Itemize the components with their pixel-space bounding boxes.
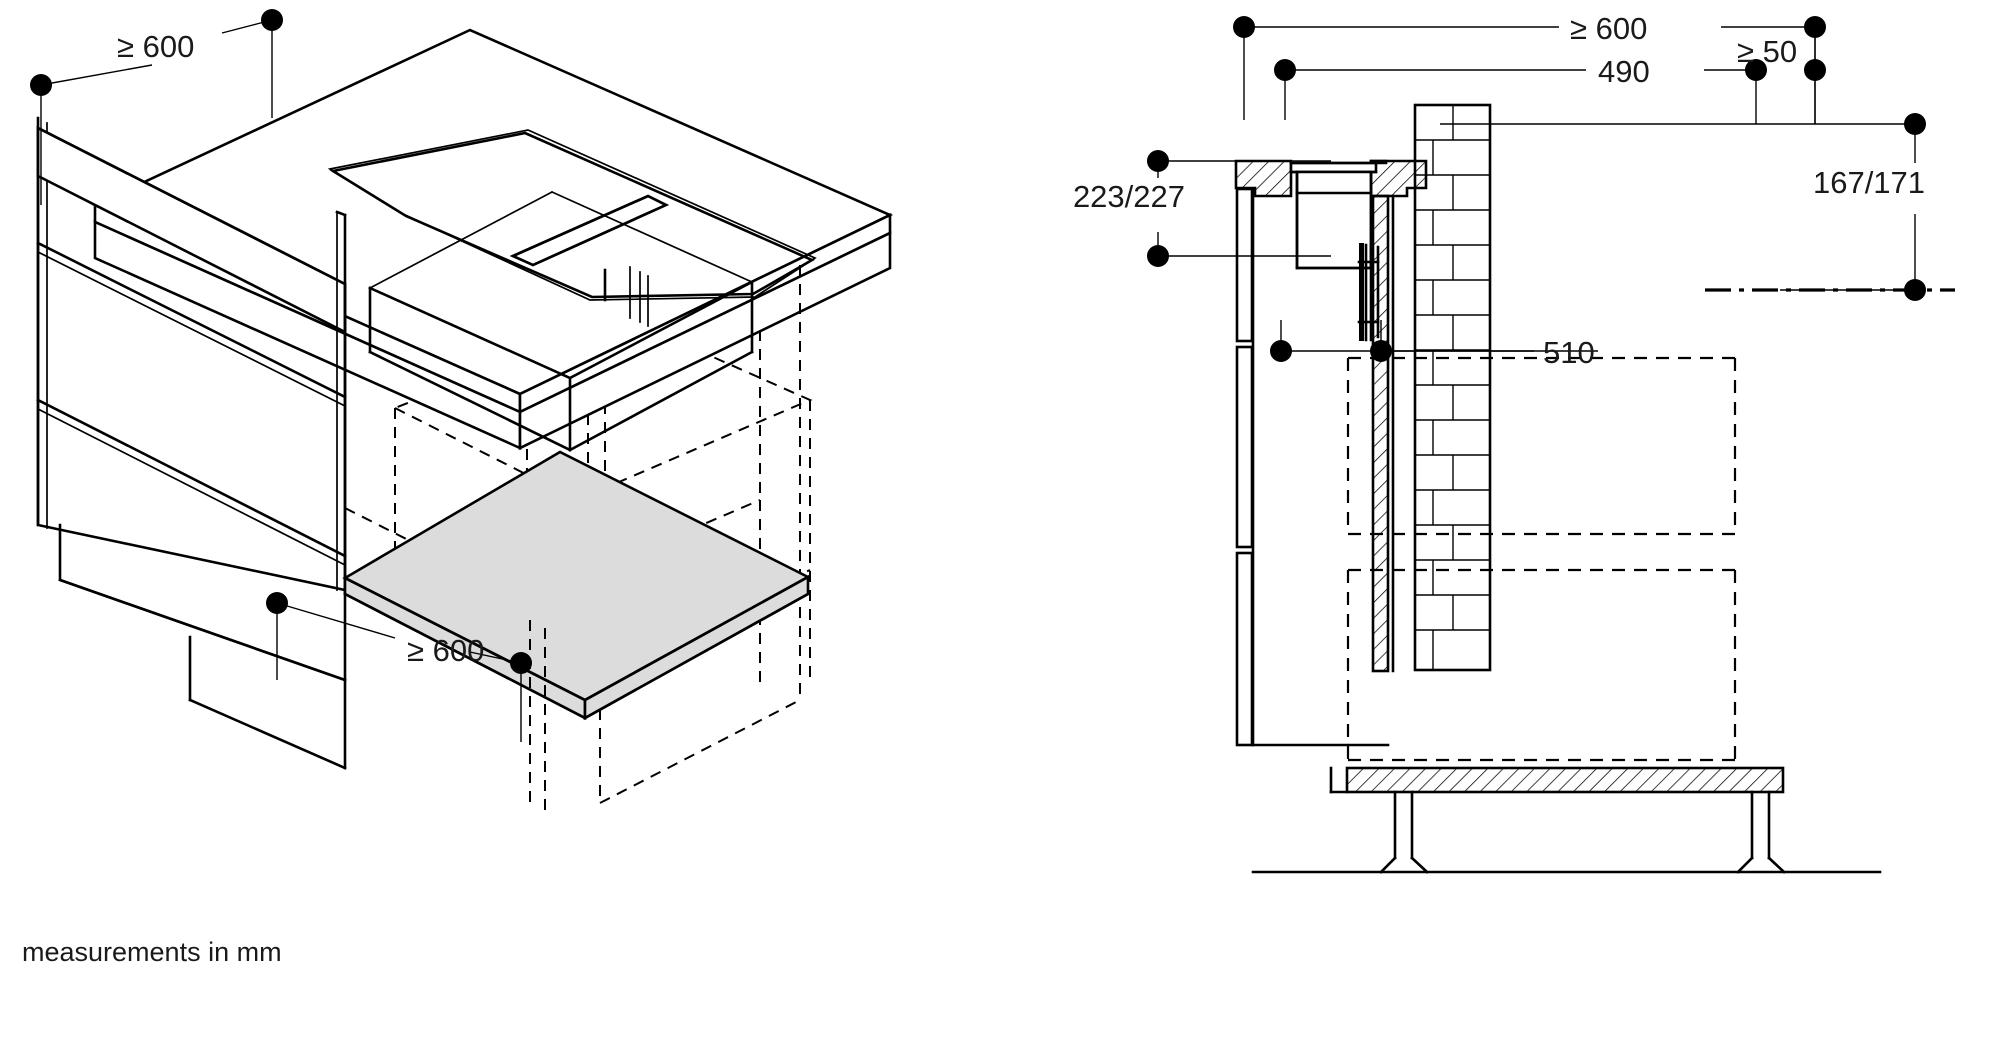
dimension-iso-bottom-width: ≥ 600 xyxy=(266,592,532,742)
iso-extraction-box xyxy=(368,190,754,452)
section-duct-outlet xyxy=(1357,243,1380,342)
dimension-endpoint-dot xyxy=(1233,16,1255,38)
dimension-label-sec-outlet-height: 167/171 xyxy=(1813,165,1925,200)
section-left-side-panel xyxy=(1235,187,1254,747)
section-appliance-body xyxy=(1295,170,1373,270)
dimension-endpoint-dot xyxy=(1270,340,1292,362)
dimension-label-sec-appliance-height: 223/227 xyxy=(1073,179,1185,214)
dimension-endpoint-dot xyxy=(261,9,283,31)
section-brick-wall xyxy=(1413,103,1492,672)
dimension-sec-cutout-width: 490 xyxy=(1274,54,1767,124)
section-right-side-panel xyxy=(1371,194,1390,673)
dimension-sec-wall-clearance: ≥ 50 xyxy=(1737,27,1826,124)
dimension-label-sec-cutout-width: 490 xyxy=(1598,54,1650,89)
dimension-endpoint-dot xyxy=(1904,279,1926,301)
section-cabinet-base xyxy=(1329,766,1785,794)
section-cabinet-legs xyxy=(1379,790,1786,874)
dimension-label-iso-top-depth: ≥ 600 xyxy=(117,29,194,64)
dimension-endpoint-dot xyxy=(30,74,52,96)
section-drawer-hidden-outlines xyxy=(1346,356,1737,762)
dimension-sec-outlet-height: 167/171 xyxy=(1440,113,1926,301)
dimension-endpoint-dot xyxy=(1274,59,1296,81)
dimension-label-sec-wall-clearance: ≥ 50 xyxy=(1737,34,1797,69)
section-view-group: ≥ 600 490 ≥ 50 xyxy=(1073,11,1955,874)
dimension-endpoint-dot xyxy=(1904,113,1926,135)
dimension-endpoint-dot xyxy=(1147,150,1169,172)
dimension-endpoint-dot xyxy=(1745,59,1767,81)
section-cabinet-carcass xyxy=(1251,187,1390,747)
iso-worktop-edge-band xyxy=(93,219,892,451)
dimension-endpoint-dot xyxy=(1804,59,1826,81)
dimension-endpoint-dot xyxy=(266,592,288,614)
dimension-iso-top-depth: ≥ 600 xyxy=(30,9,283,205)
dimension-label-sec-interior-width: 510 xyxy=(1543,335,1595,370)
dimension-label-sec-cabinet-width: ≥ 600 xyxy=(1570,11,1647,46)
isometric-view-group: ≥ 600 ≥ 600 xyxy=(30,9,894,812)
iso-base-shelf-panel xyxy=(342,450,811,721)
dimension-endpoint-dot xyxy=(1147,245,1169,267)
dimension-sec-appliance-height: 223/227 xyxy=(1073,150,1331,267)
iso-lower-projection xyxy=(529,620,546,812)
dimension-endpoint-dot xyxy=(1370,340,1392,362)
measurement-unit-note: measurements in mm xyxy=(22,937,282,967)
dimension-sec-interior-width: 510 xyxy=(1270,320,1598,370)
iso-air-intake-slot xyxy=(509,194,670,267)
dimension-endpoint-dot xyxy=(510,652,532,674)
iso-cabinet-divider-panel xyxy=(335,210,347,595)
dimension-label-iso-bottom-width: ≥ 600 xyxy=(407,633,484,668)
section-worktop xyxy=(1234,159,1428,198)
